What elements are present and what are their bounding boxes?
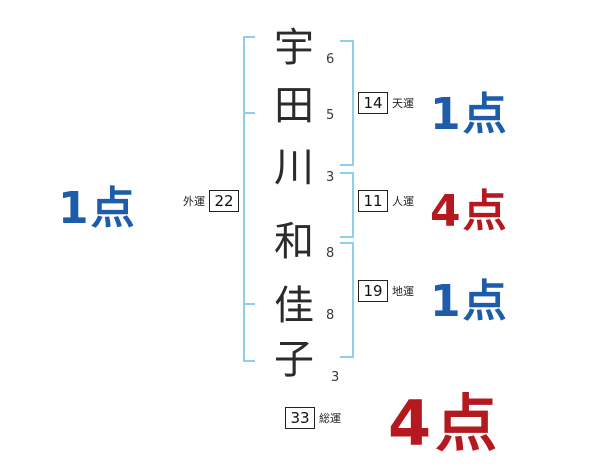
chiun-bracket-tick-top [340, 242, 352, 244]
gaiun-label: 外運 [183, 195, 205, 208]
chiun-score: 1点 [430, 276, 509, 327]
name-char-3: 川 [274, 145, 314, 191]
left-bracket-line [243, 36, 245, 362]
name-char-5: 佳 [274, 283, 314, 329]
jinun-score: 4点 [430, 186, 509, 237]
name-char-6: 子 [274, 337, 314, 383]
jinun-bracket-tick-top [340, 172, 352, 174]
name-char-2: 田 [274, 83, 314, 129]
name-char-1: 宇 [274, 25, 314, 71]
gaiun-value-box: 22 [209, 190, 239, 212]
left-bracket-tick-mid2 [243, 303, 255, 305]
fortune-souun: 33 総運 [285, 407, 341, 429]
tenun-score: 1点 [430, 89, 509, 140]
fortune-gaiun: 外運 22 [183, 190, 239, 212]
jinun-value-box: 11 [358, 190, 388, 212]
stroke-count-4: 8 [326, 246, 335, 261]
tenun-bracket-tick-bottom [340, 164, 352, 166]
fortune-chiun: 19 地運 [358, 280, 414, 302]
stroke-count-3: 3 [326, 170, 335, 185]
souun-score: 4点 [388, 387, 502, 460]
chiun-bracket-line [352, 242, 354, 358]
tenun-value-box: 14 [358, 92, 388, 114]
tenun-bracket-tick-top [340, 40, 352, 42]
gaiun-score: 1点 [58, 183, 137, 234]
tenun-bracket-line [352, 40, 354, 166]
tenun-label: 天運 [392, 97, 414, 110]
jinun-bracket-tick-bottom [340, 236, 352, 238]
chiun-value-box: 19 [358, 280, 388, 302]
fortune-jinun: 11 人運 [358, 190, 414, 212]
stroke-count-5: 8 [326, 308, 335, 323]
chiun-bracket-tick-bottom [340, 356, 352, 358]
left-bracket-tick-bottom [243, 360, 255, 362]
jinun-label: 人運 [392, 195, 414, 208]
stroke-count-6: 3 [331, 370, 340, 385]
souun-value-box: 33 [285, 407, 315, 429]
left-bracket-tick-top [243, 36, 255, 38]
stroke-count-1: 6 [326, 52, 335, 67]
souun-label: 総運 [319, 412, 341, 425]
stroke-count-2: 5 [326, 108, 335, 123]
chiun-label: 地運 [392, 285, 414, 298]
fortune-tenun: 14 天運 [358, 92, 414, 114]
jinun-bracket-line [352, 172, 354, 238]
left-bracket-tick-mid1 [243, 112, 255, 114]
name-char-4: 和 [274, 219, 314, 265]
